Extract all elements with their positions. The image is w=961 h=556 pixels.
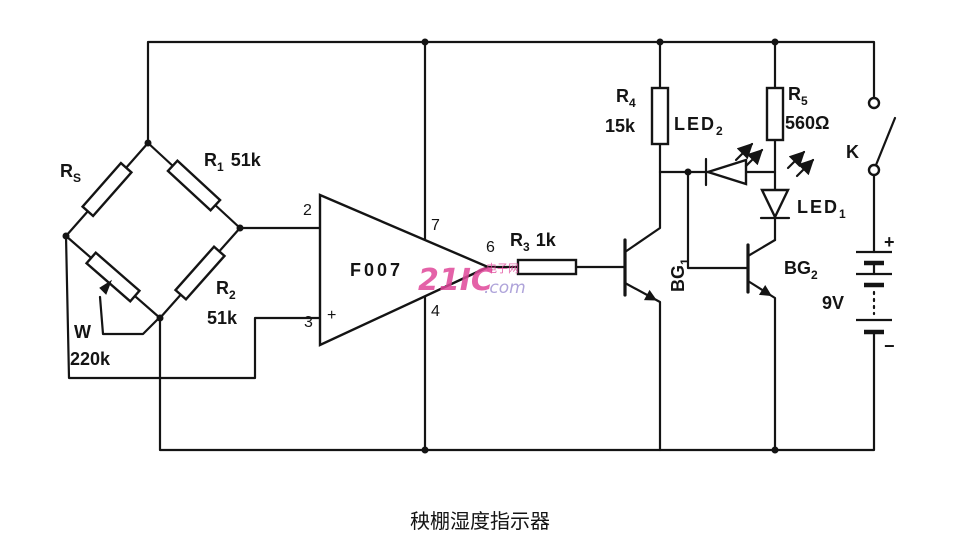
battery-plus-sign: + xyxy=(884,232,895,252)
r1-label-sub: 1 xyxy=(217,160,224,174)
r5-label: R5 xyxy=(788,84,808,108)
led1-label-main: LED xyxy=(797,197,839,217)
led2-label-sub: 2 xyxy=(716,124,725,138)
wire-w-wiper xyxy=(98,295,159,336)
wire-top-rail xyxy=(146,40,876,145)
r5-label-sub: 5 xyxy=(801,94,808,108)
r3-label: R3 1k xyxy=(510,230,557,254)
r2-label-main: R xyxy=(216,278,229,298)
battery-minus-sign: − xyxy=(884,336,895,356)
bg1-label: BG1 xyxy=(668,258,692,292)
bg1-collector xyxy=(623,170,662,254)
wire-bridge-left-to-pin3 xyxy=(64,234,322,380)
r3-label-main: R xyxy=(510,230,523,250)
junction-dot xyxy=(684,168,692,176)
bg2-label: BG2 xyxy=(784,258,818,282)
bg2-label-sub: 2 xyxy=(811,268,818,282)
opamp-pin7-label: 7 xyxy=(431,217,440,234)
r4-label: R4 xyxy=(616,86,636,110)
r5-value: 560Ω xyxy=(785,113,829,133)
junction-dot xyxy=(771,38,779,46)
resistor-r1 xyxy=(166,158,222,213)
resistor-r4 xyxy=(650,86,670,146)
opamp-pin6-label: 6 xyxy=(486,239,495,256)
r1-label-main: R xyxy=(204,150,217,170)
r1-value: 51k xyxy=(231,150,262,170)
led2-diode xyxy=(704,158,748,186)
switch-blade xyxy=(874,116,897,167)
resistor-rs xyxy=(80,161,134,218)
wiper-arrow-icon xyxy=(99,279,113,295)
led2-label-main: LED xyxy=(674,114,716,134)
wire-bottom-rail xyxy=(158,316,876,452)
opamp-pin4-label: 4 xyxy=(431,303,440,320)
led2-light-arrow-icon xyxy=(734,142,754,162)
rs-label-sub: S xyxy=(73,171,81,185)
r4-label-sub: 4 xyxy=(629,96,636,110)
switch-label: K xyxy=(846,142,859,162)
wire-to-bg2-base xyxy=(686,170,750,270)
bg2-emitter-arrow-icon xyxy=(758,285,772,297)
watermark-brand: 21IC xyxy=(418,263,493,298)
r2-label: R2 xyxy=(216,278,236,302)
watermark-logo: 21IC 电子网 .com xyxy=(418,262,526,298)
w-label: W xyxy=(74,322,91,342)
bg1-emitter xyxy=(623,281,662,452)
opamp-plus-sign: + xyxy=(327,307,336,324)
led1-label-sub: 1 xyxy=(839,207,848,221)
r2-value: 51k xyxy=(207,308,238,328)
resistor-r3 xyxy=(516,258,578,276)
r2-label-sub: 2 xyxy=(229,288,236,302)
led1-label: LED1 xyxy=(797,197,848,221)
switch-contact-top xyxy=(867,96,881,110)
led2-light-arrow-icon xyxy=(744,148,764,168)
resistor-r2 xyxy=(173,244,227,302)
r5-label-main: R xyxy=(788,84,801,104)
led1-light-arrow-icon xyxy=(786,150,806,170)
w-value: 220k xyxy=(70,349,111,369)
watermark-cn: 电子网 xyxy=(486,262,519,275)
bg2-emitter xyxy=(746,279,777,452)
junction-dot xyxy=(62,232,70,240)
r3-label-sub: 3 xyxy=(523,240,530,254)
bg1-label-sub: 1 xyxy=(678,258,692,265)
opamp-f007 xyxy=(318,193,491,347)
switch-contact-bottom xyxy=(867,163,881,177)
opamp-pin2-label: 2 xyxy=(303,202,312,219)
diagram-caption: 秧棚湿度指示器 xyxy=(410,509,550,533)
battery-value: 9V xyxy=(822,293,844,313)
r4-label-main: R xyxy=(616,86,629,106)
junction-dot xyxy=(421,38,429,46)
opamp-pin3-label: 3 xyxy=(304,314,313,331)
junction-dot xyxy=(771,446,779,454)
junction-dot xyxy=(156,314,164,322)
led1-diode xyxy=(760,188,790,220)
r4-value: 15k xyxy=(605,116,636,136)
bg1-label-main: BG xyxy=(668,265,688,292)
watermark-domain: .com xyxy=(484,278,526,298)
r3-value: 1k xyxy=(536,230,557,250)
junction-dot xyxy=(236,224,244,232)
junction-dot xyxy=(421,446,429,454)
bg2-collector xyxy=(746,238,777,258)
rs-label-main: R xyxy=(60,161,73,181)
bg1-emitter-arrow-icon xyxy=(643,289,657,301)
led2-label: LED2 xyxy=(674,114,725,138)
potentiometer-w xyxy=(84,250,142,304)
r1-label: R1 51k xyxy=(204,150,262,174)
opamp-name: F007 xyxy=(350,260,403,280)
resistor-r5 xyxy=(765,86,785,142)
junction-dot xyxy=(656,38,664,46)
junction-dot xyxy=(144,139,152,147)
led1-light-arrow-icon xyxy=(795,158,815,178)
rs-label: RS xyxy=(60,161,81,185)
bg2-label-main: BG xyxy=(784,258,811,278)
